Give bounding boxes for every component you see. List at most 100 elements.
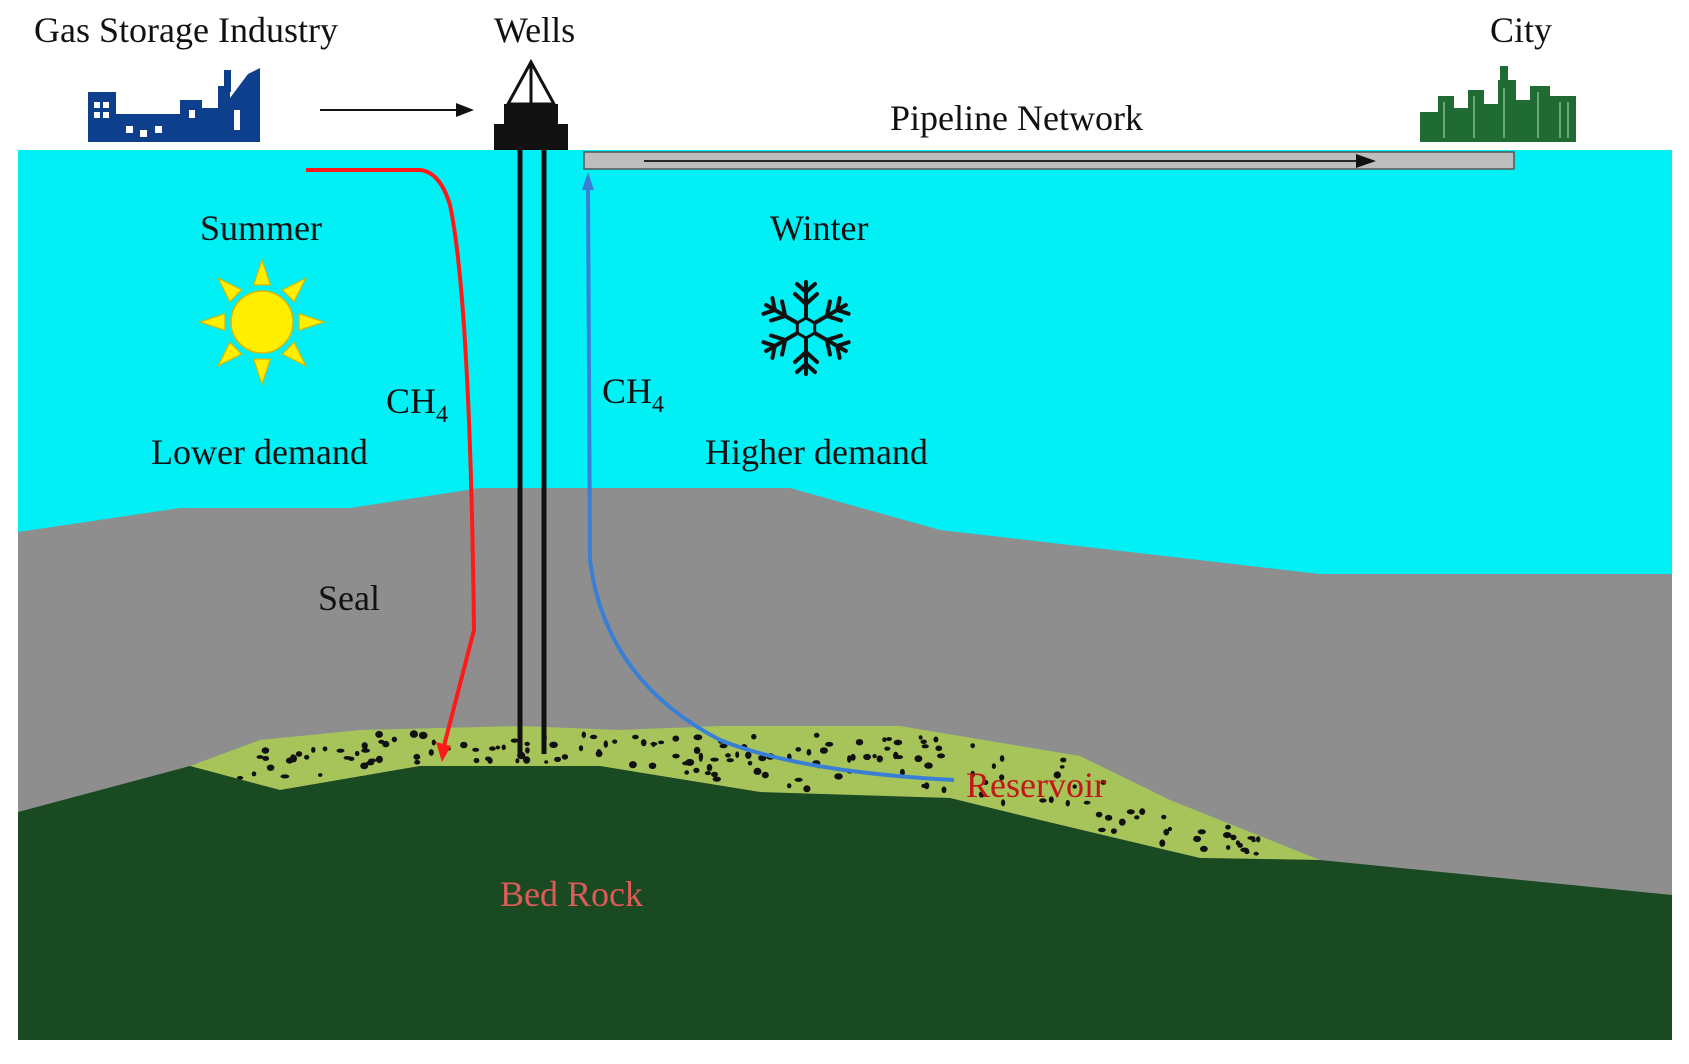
reservoir-pore <box>712 776 721 782</box>
reservoir-pore <box>920 739 927 745</box>
reservoir-pore <box>693 767 700 774</box>
summer-label: Summer <box>200 208 322 248</box>
reservoir-pore <box>612 739 618 744</box>
reservoir-pore <box>710 757 719 762</box>
reservoir-pore <box>361 748 370 753</box>
reservoir-label: Reservoir <box>966 765 1106 805</box>
ch4-withdrawal-subscript: 4 <box>652 392 664 418</box>
reservoir-pore <box>1159 839 1166 847</box>
reservoir-pore <box>855 739 864 746</box>
reservoir-pore <box>894 755 904 760</box>
reservoir-pore <box>251 771 257 777</box>
ch4-withdrawal-main: CH <box>602 371 652 411</box>
reservoir-pore <box>525 747 530 754</box>
reservoir-pore <box>794 777 803 782</box>
reservoir-pore <box>803 785 811 793</box>
reservoir-pore <box>882 737 887 743</box>
reservoir-pore <box>1104 814 1113 821</box>
reservoir-pore <box>991 763 997 769</box>
reservoir-pore <box>1126 809 1135 815</box>
reservoir-pore <box>640 739 647 747</box>
reservoir-pore <box>428 749 434 756</box>
reservoir-pore <box>603 740 608 748</box>
reservoir-pore <box>487 757 493 764</box>
bed-rock-label: Bed Rock <box>500 874 643 914</box>
sun-icon <box>198 258 326 386</box>
reservoir-pore <box>941 786 947 794</box>
sun-ray <box>281 276 308 303</box>
reservoir-pore <box>753 767 762 776</box>
reservoir-pore <box>999 774 1005 781</box>
pipeline-label: Pipeline Network <box>890 98 1143 138</box>
snowflake-arm <box>793 280 819 320</box>
reservoir-pore <box>1065 799 1071 807</box>
withdrawal-path <box>586 184 955 782</box>
reservoir-pore <box>1083 800 1091 805</box>
reservoir-pore <box>751 733 757 740</box>
reservoir-pore <box>280 774 290 779</box>
reservoir-pore <box>554 756 562 763</box>
ch4-injection-label: CH4 <box>386 381 448 428</box>
reservoir-pore <box>684 770 690 775</box>
withdrawal-arrowhead <box>582 172 594 190</box>
factory-icon <box>88 68 260 142</box>
reservoir-pore <box>1100 779 1107 785</box>
reservoir-pore <box>1163 828 1170 836</box>
reservoir-pore <box>473 757 480 764</box>
reservoir-pore <box>863 753 871 761</box>
reservoir-pore <box>1060 757 1067 763</box>
reservoir-pore <box>726 758 734 763</box>
reservoir-pores <box>237 730 1261 856</box>
reservoir-pore <box>510 738 519 743</box>
winter-label: Winter <box>770 208 869 248</box>
reservoir-pore <box>561 754 569 760</box>
reservoir-pore <box>368 758 377 763</box>
reservoir-pore <box>693 746 701 755</box>
snowflake-arm <box>761 296 800 325</box>
reservoir-pore <box>304 754 310 760</box>
reservoir-pore <box>1001 799 1006 807</box>
reservoir-pore <box>418 731 428 740</box>
snowflake-arm <box>761 331 800 360</box>
reservoir-pore <box>266 764 275 771</box>
reservoir-pore <box>578 745 584 752</box>
reservoir-pore <box>1134 815 1140 820</box>
industry-to-wells-arrowhead <box>456 103 474 117</box>
reservoir-pore <box>460 741 468 749</box>
reservoir-pore <box>834 773 843 780</box>
factory-windows <box>94 102 240 137</box>
reservoir-pore <box>921 783 927 789</box>
injection-path <box>306 168 477 747</box>
snowflake-arm <box>812 331 851 360</box>
reservoir-pore <box>899 768 905 776</box>
reservoir-pore <box>999 755 1005 762</box>
reservoir-pore <box>970 743 975 749</box>
reservoir-pore <box>747 760 753 766</box>
city-label: City <box>1490 10 1552 50</box>
reservoir-pore <box>581 731 586 739</box>
reservoir-pore <box>544 760 549 764</box>
reservoir-pore <box>1256 836 1261 843</box>
reservoir-pore <box>1225 824 1231 830</box>
reservoir-pore <box>595 750 603 758</box>
reservoir-pore <box>495 745 501 750</box>
reservoir-pore <box>1053 771 1062 779</box>
sun-ray <box>216 341 243 368</box>
reservoir-pore <box>290 754 296 762</box>
reservoir-pore <box>1110 828 1117 834</box>
reservoir-pore <box>256 755 264 759</box>
reservoir-pore <box>391 736 398 743</box>
reservoir-pore <box>262 756 270 761</box>
reservoir-pore <box>322 746 328 752</box>
reservoir-pore <box>1253 851 1259 856</box>
snowflake-icon <box>761 280 851 376</box>
reservoir-pore <box>409 730 418 738</box>
sun-ray <box>298 312 326 332</box>
sun-ray <box>252 258 272 286</box>
reservoir-pore <box>970 770 975 778</box>
reservoir-pore <box>501 744 506 751</box>
reservoir-pore <box>311 746 316 753</box>
city-windows <box>1443 88 1569 138</box>
